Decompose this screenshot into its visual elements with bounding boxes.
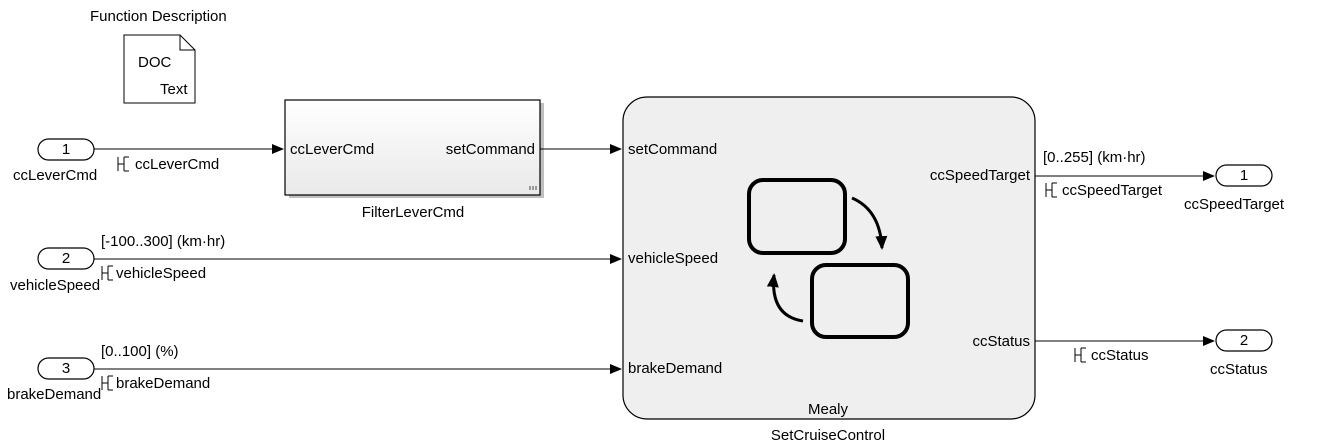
chart-block-name: SetCruiseControl: [770, 427, 886, 444]
inport-3-number: 3: [61, 360, 71, 377]
chart-input-setcommand: setCommand: [628, 141, 718, 158]
doc-block-title: Function Description: [90, 8, 227, 25]
outport-1-number: 1: [1239, 167, 1249, 184]
inport-2-range-label: [-100..300] (km·hr): [101, 233, 226, 250]
outport-1-block[interactable]: [1215, 164, 1273, 187]
inport-3-range-label: [0..100] (%): [101, 343, 179, 360]
filter-block-name: FilterLeverCmd: [361, 204, 465, 221]
inport-1-name: ccLeverCmd: [13, 167, 98, 184]
set-cruise-control-block[interactable]: [622, 96, 1036, 420]
outport-2-signal-label: ccStatus: [1091, 347, 1149, 364]
inport-3-name: brakeDemand: [7, 386, 102, 403]
stateflow-chart-icon: [747, 178, 910, 339]
inport-3-signal-label: brakeDemand: [116, 375, 211, 392]
outport-1-name: ccSpeedTarget: [1184, 196, 1285, 213]
outport-1-range-label: [0..255] (km·hr): [1043, 149, 1146, 166]
doc-block-line1: DOC: [138, 54, 172, 71]
filter-output-port-label: setCommand: [445, 141, 535, 158]
inport-1-number: 1: [61, 141, 71, 158]
filter-input-port-label: ccLeverCmd: [290, 141, 375, 158]
inport-2-number: 2: [61, 250, 71, 267]
chart-output-ccspeedtarget: ccSpeedTarget: [929, 167, 1030, 184]
inport-2-name: vehicleSpeed: [10, 277, 101, 294]
subsystem-icon: [529, 186, 537, 190]
signal-name-glyph-icon: [101, 156, 1086, 391]
outport-1-signal-label: ccSpeedTarget: [1062, 182, 1163, 199]
doc-block[interactable]: [123, 34, 196, 104]
chart-output-ccstatus: ccStatus: [972, 333, 1030, 350]
chart-input-vehiclespeed: vehicleSpeed: [628, 250, 719, 267]
chart-type-label: Mealy: [807, 401, 849, 418]
outport-2-block[interactable]: [1215, 329, 1273, 352]
chart-input-brakedemand: brakeDemand: [628, 360, 723, 377]
outport-2-name: ccStatus: [1210, 361, 1268, 378]
inport-2-signal-label: vehicleSpeed: [116, 265, 207, 282]
inport-1-signal-label: ccLeverCmd: [135, 156, 220, 173]
filter-lever-cmd-block[interactable]: [284, 99, 544, 198]
outport-2-number: 2: [1239, 332, 1249, 349]
doc-block-line2: Text: [160, 81, 188, 98]
